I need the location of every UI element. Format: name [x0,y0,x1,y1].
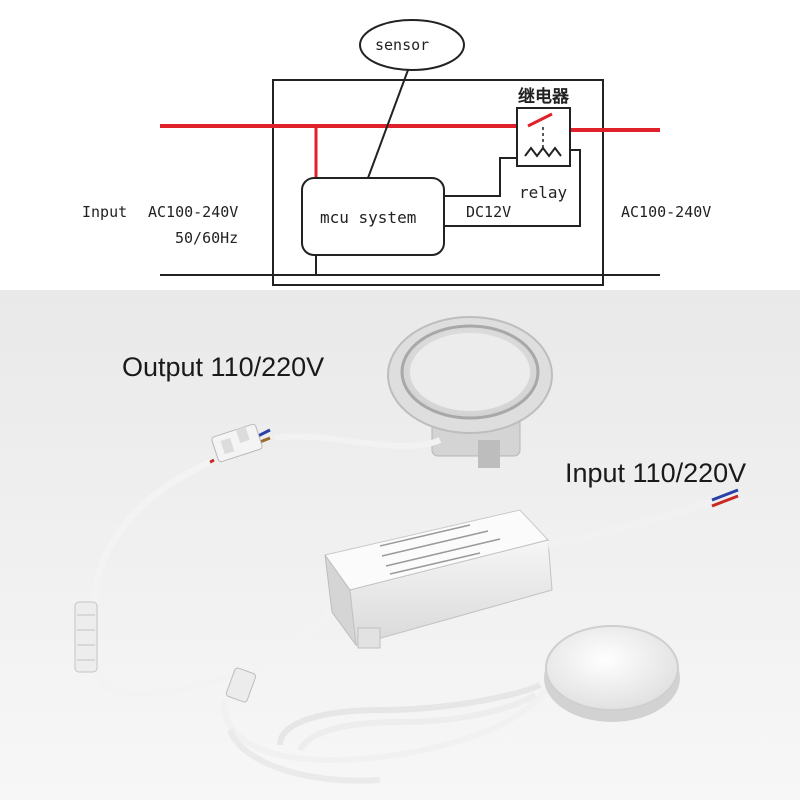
smart-switch-driver-box [324,509,553,649]
output-voltage-caption: Output 110/220V [122,352,325,382]
sensor-plug [225,667,257,703]
inline-connector [74,601,98,673]
input-cable [547,498,714,549]
diagram-drawing [160,19,660,286]
sensor-node [359,19,465,71]
dc-voltage-label: DC12V [466,203,512,221]
controller-enclosure [272,79,604,286]
input-voltage-caption: Input 110/220V [565,458,747,488]
dc-wire-lower [444,149,581,227]
sensor-to-mcu-wire [367,69,409,179]
downlight-lamp [387,316,553,468]
product-photo-illustration [0,290,800,800]
sensor-cable-coil [221,682,548,784]
sensor-lead [243,609,333,678]
mcu-label: mcu system [320,208,417,227]
sensor-label: sensor [375,36,430,54]
relay-cn-label: 继电器 [518,87,569,107]
relay-switch-contact [527,112,553,128]
terminal-connector [211,423,263,463]
relay-label: relay [519,183,568,202]
output-voltage-label: AC100-240V [621,203,712,221]
input-frequency-label: 50/60Hz [175,229,239,247]
input-voltage-label: AC100-240V [148,203,239,221]
product-photo: Output 110/220V Input 110/220V [0,290,800,800]
round-touch-sensor [544,625,680,722]
dc-wire-upper [444,157,517,197]
lamp-wire [274,433,442,450]
wiring-diagram: sensor 继电器 relay mcu system DC12V Input … [0,0,800,290]
mcu-box [301,177,445,256]
input-label: Input [82,203,128,221]
